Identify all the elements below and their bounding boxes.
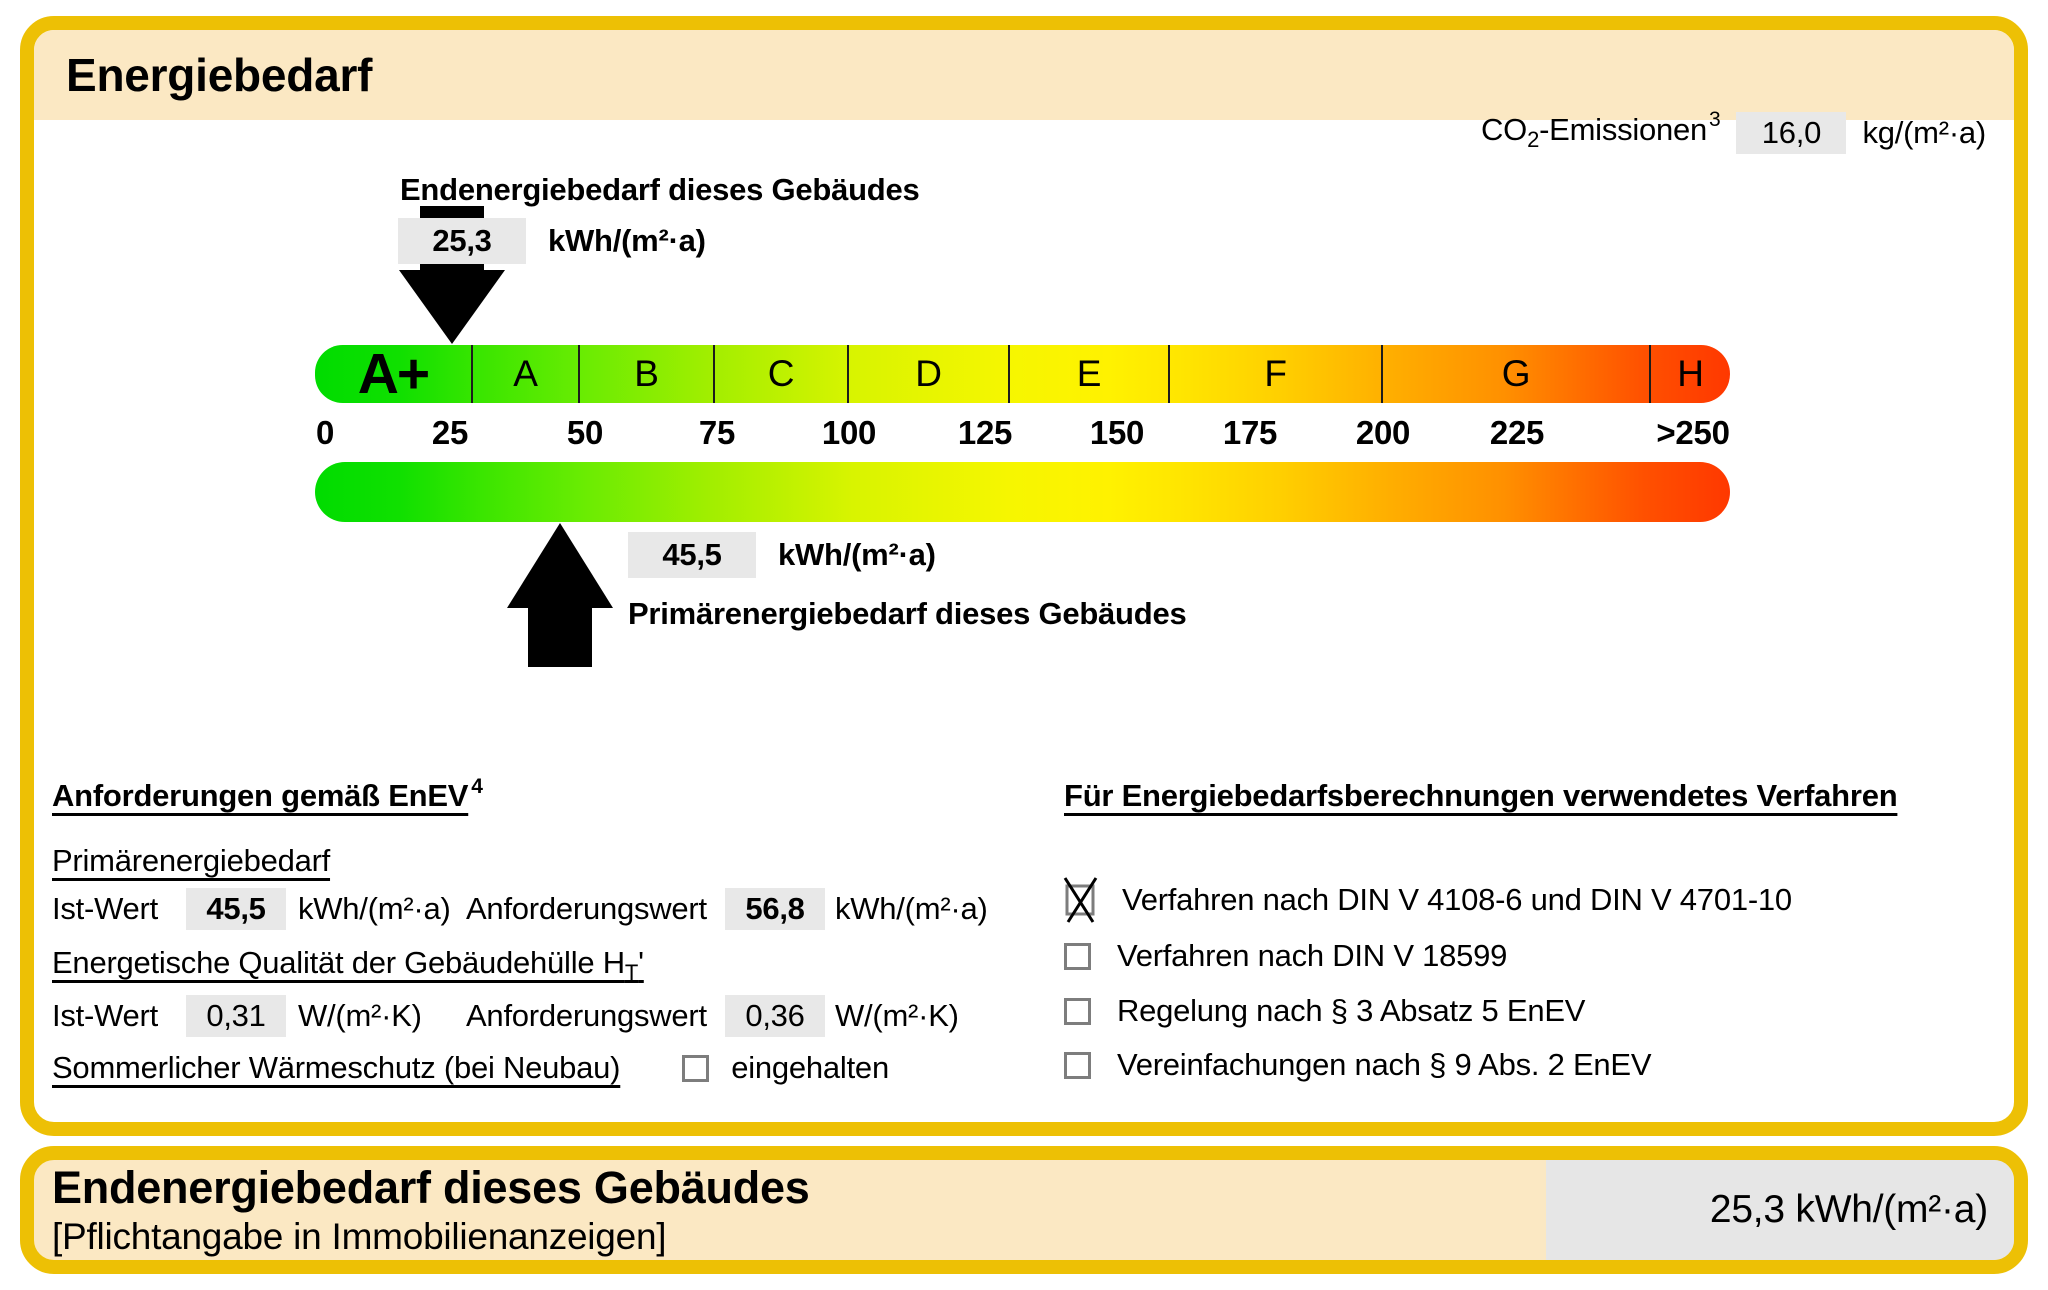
co2-value: 16,0 [1736, 112, 1847, 154]
requirements-footnote: 4 [471, 775, 483, 798]
primary-energy-value-row: 45,5 kWh/(m²·a) [628, 532, 936, 578]
ist-wert-label: Ist-Wert [52, 998, 159, 1033]
method-option-label: Verfahren nach DIN V 18599 [1117, 938, 1508, 973]
co2-unit: kg/(m²·a) [1862, 115, 1986, 150]
energy-demand-panel: Energiebedarf [20, 16, 2028, 1136]
envelope-ist-value: 0,31 [186, 995, 286, 1037]
end-energy-arrow-down-head-icon [399, 270, 505, 344]
primary-energy-arrow-up-head-icon [507, 523, 613, 608]
co2-emissions-line: CO2-Emissionen3 16,0 kg/(m²·a) [1481, 108, 1986, 154]
scale-tick-200: 200 [1355, 414, 1411, 451]
envelope-section-heading: Energetische Qualität der Gebäudehülle H… [52, 945, 644, 986]
checked-checkbox-icon[interactable] [1060, 875, 1100, 925]
scale-segment-g: G [1383, 345, 1651, 403]
envelope-anf-unit: W/(m²·K) [835, 998, 959, 1033]
scale-segment-c: C [715, 345, 849, 403]
footer-title: Endenergiebedarf dieses Gebäudes [52, 1162, 810, 1213]
scale-segment-e: E [1010, 345, 1170, 403]
method-option-row: Regelung nach § 3 Absatz 5 EnEV [1064, 993, 1585, 1029]
method-option-label: Regelung nach § 3 Absatz 5 EnEV [1117, 993, 1586, 1028]
method-checkbox[interactable] [1064, 997, 1091, 1025]
method-heading: Für Energiebedarfsberechnungen verwendet… [1064, 778, 1898, 813]
eingehalten-checkbox[interactable] [682, 1054, 710, 1082]
method-option-label: Verfahren nach DIN V 4108-6 und DIN V 47… [1122, 882, 1792, 917]
energy-scale-bar: A+ A B C D E F G H [315, 342, 1730, 406]
summer-heat-protection-label: Sommerlicher Wärmeschutz (bei Neubau) [52, 1050, 621, 1085]
primary-ist-unit: kWh/(m²·a) [298, 891, 451, 926]
scale-segment-h: H [1677, 353, 1704, 394]
primary-values-row: Ist-Wert 45,5 kWh/(m²·a) Anforderungswer… [52, 888, 1062, 930]
scale-tick-100: 100 [821, 414, 877, 451]
method-checkbox[interactable] [1064, 1051, 1091, 1079]
co2-footnote: 3 [1708, 108, 1721, 132]
scale-segment-a: A [473, 345, 580, 403]
header-band: Energiebedarf [34, 30, 2014, 120]
method-option-row: Verfahren nach DIN V 18599 [1064, 938, 1507, 974]
end-energy-value: 25,3 [398, 218, 526, 264]
primary-energy-unit: kWh/(m²·a) [778, 537, 936, 572]
end-energy-unit: kWh/(m²·a) [548, 223, 706, 258]
summer-heat-protection-row: Sommerlicher Wärmeschutz (bei Neubau) ei… [52, 1050, 889, 1086]
primary-energy-arrow-up-icon [528, 604, 592, 667]
anforderungswert-label: Anforderungswert [466, 891, 707, 926]
footer-panel: Endenergiebedarf dieses Gebäudes [Pflich… [20, 1146, 2028, 1274]
envelope-ist-unit: W/(m²·K) [298, 998, 422, 1033]
method-checkbox[interactable] [1064, 942, 1091, 970]
footer-value: 25,3 kWh/(m²·a) [1709, 1188, 1988, 1231]
scale-tick-25: 25 [431, 414, 469, 451]
primary-anf-unit: kWh/(m²·a) [835, 891, 988, 926]
end-energy-value-row: 25,3 kWh/(m²·a) [398, 218, 706, 264]
scale-tick-150: 150 [1089, 414, 1145, 451]
method-option-label: Vereinfachungen nach § 9 Abs. 2 EnEV [1117, 1047, 1652, 1082]
primary-energy-label: Primärenergiebedarf dieses Gebäudes [628, 596, 1187, 631]
primary-energy-value: 45,5 [628, 532, 756, 578]
primary-ist-value: 45,5 [186, 888, 286, 930]
method-option-row: Vereinfachungen nach § 9 Abs. 2 EnEV [1064, 1047, 1652, 1083]
anforderungswert-label: Anforderungswert [466, 998, 707, 1033]
scale-tick-75: 75 [698, 414, 736, 451]
footer-subtitle: [Pflichtangabe in Immobilienanzeigen] [52, 1216, 667, 1257]
scale-segment-f: F [1170, 345, 1383, 403]
primary-section-heading: Primärenergiebedarf [52, 843, 331, 878]
scale-tick-125: 125 [957, 414, 1013, 451]
primary-anf-value: 56,8 [725, 888, 825, 930]
eingehalten-label: eingehalten [731, 1050, 889, 1085]
end-energy-label: Endenergiebedarf dieses Gebäudes [400, 172, 920, 207]
scale-tick-175: 175 [1222, 414, 1278, 451]
envelope-values-row: Ist-Wert 0,31 W/(m²·K) Anforderungswert … [52, 995, 1062, 1037]
scale-segment-d: D [849, 345, 1010, 403]
scale-tick-250plus: >250 [1656, 414, 1730, 451]
co2-label: CO2-Emissionen3 [1481, 108, 1721, 153]
footer-value-box: 25,3 kWh/(m²·a) [1546, 1160, 2014, 1260]
scale-tick-50: 50 [566, 414, 604, 451]
scale-segment-a-plus: A+ [315, 342, 473, 406]
method-option-row: Verfahren nach DIN V 4108-6 und DIN V 47… [1063, 877, 1792, 923]
page-title: Energiebedarf [66, 49, 373, 101]
envelope-anf-value: 0,36 [725, 995, 825, 1037]
scale-tick-0: 0 [315, 414, 335, 451]
energy-gradient-bar [315, 462, 1730, 522]
scale-segment-b: B [580, 345, 715, 403]
ist-wert-label: Ist-Wert [52, 891, 159, 926]
scale-tick-225: 225 [1489, 414, 1545, 451]
